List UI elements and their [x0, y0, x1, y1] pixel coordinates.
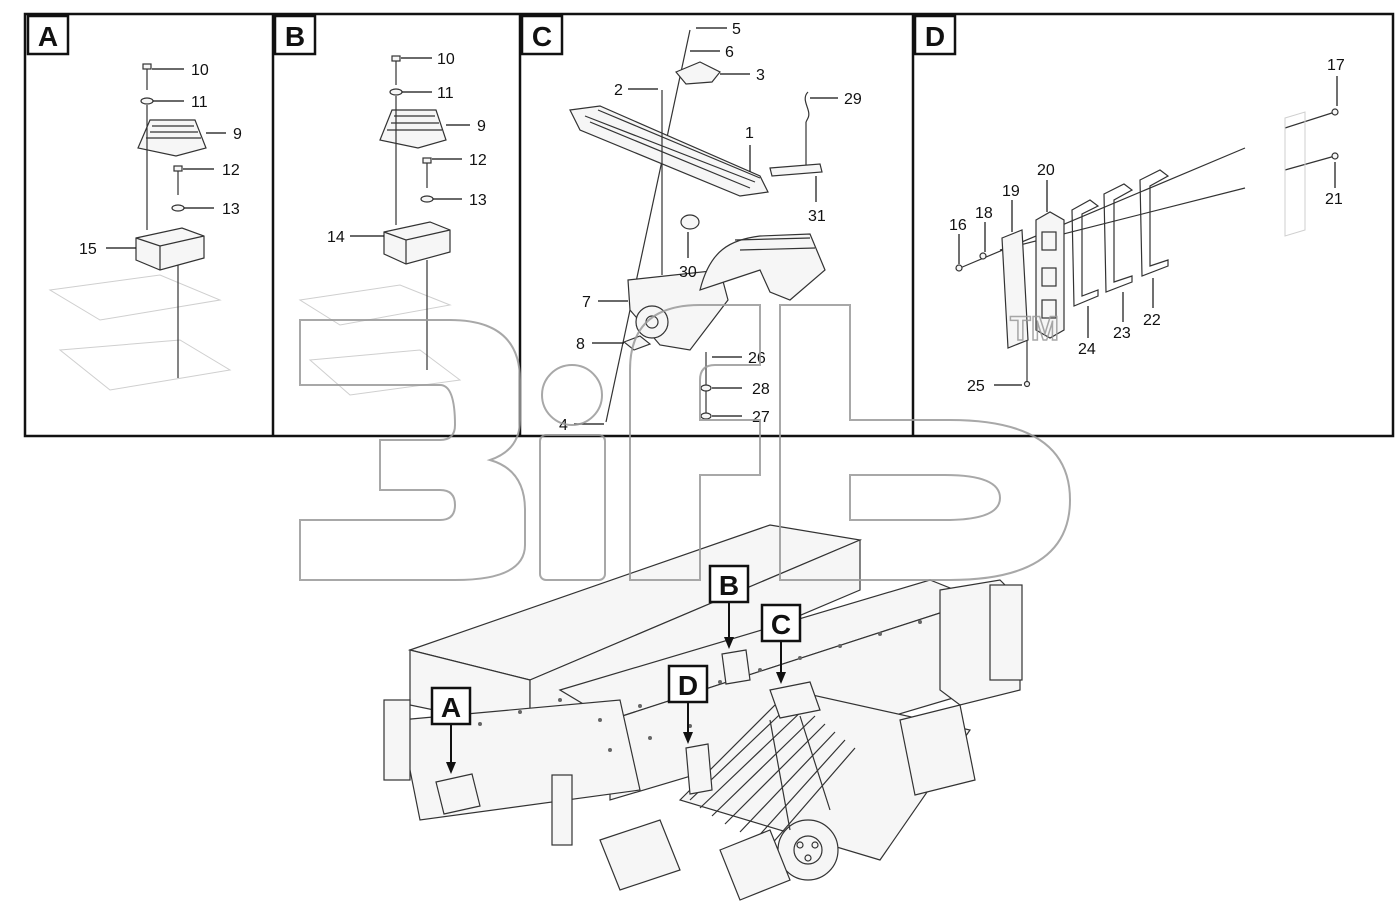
callout-leaders — [106, 27, 1338, 425]
callouts-panel-c: 5 6 3 2 1 29 31 30 7 8 26 28 27 4 — [559, 21, 862, 434]
marker-b: B — [708, 564, 750, 649]
marker-a: A — [430, 686, 472, 774]
panel-b-parts — [298, 55, 462, 396]
callout: 30 — [679, 264, 697, 281]
callout: 17 — [1327, 57, 1345, 74]
svg-text:TM: TM — [1010, 310, 1059, 348]
panel-c-label: C — [520, 14, 564, 56]
callout: 26 — [748, 350, 766, 367]
panel-b-label: B — [273, 14, 317, 56]
callout: 10 — [437, 51, 455, 68]
callout: 24 — [1078, 341, 1096, 358]
callout: 31 — [808, 208, 826, 225]
callouts-panel-a: 10 11 9 12 13 15 — [79, 62, 242, 258]
callout: 9 — [233, 126, 242, 143]
callouts-panel-d: 17 21 20 19 18 16 24 23 22 25 — [949, 57, 1345, 395]
callout: 12 — [469, 152, 487, 169]
panel-frames — [23, 12, 1395, 438]
svg-text:C: C — [532, 21, 552, 52]
panel-a-parts — [48, 63, 232, 391]
chassis-overview — [383, 524, 1023, 901]
callout: 13 — [222, 201, 240, 218]
svg-text:D: D — [925, 21, 945, 52]
callout: 18 — [975, 205, 993, 222]
callout: 20 — [1037, 162, 1055, 179]
watermark-logo: TM — [299, 304, 1072, 581]
callouts-panel-b: 10 11 9 12 13 14 — [327, 51, 487, 246]
callout: 5 — [732, 21, 741, 38]
callout: 9 — [477, 118, 486, 135]
callout: 14 — [327, 229, 345, 246]
svg-text:C: C — [771, 609, 791, 640]
callout: 15 — [79, 241, 97, 258]
svg-text:B: B — [719, 570, 739, 601]
callout: 27 — [752, 409, 770, 426]
svg-text:A: A — [441, 692, 461, 723]
callout: 8 — [576, 336, 585, 353]
callout: 11 — [437, 85, 454, 102]
callout: 28 — [752, 381, 770, 398]
callout: 19 — [1002, 183, 1020, 200]
svg-text:D: D — [678, 670, 698, 701]
callout: 29 — [844, 91, 862, 108]
callout: 11 — [191, 94, 208, 111]
callout: 6 — [725, 44, 734, 61]
panel-d-parts — [955, 108, 1339, 388]
callout: 21 — [1325, 191, 1343, 208]
callout: 1 — [745, 125, 754, 142]
callout: 10 — [191, 62, 209, 79]
marker-c: C — [760, 603, 802, 684]
panel-c-parts — [569, 29, 826, 423]
callout: 2 — [614, 82, 623, 99]
callout: 23 — [1113, 325, 1131, 342]
svg-text:B: B — [285, 21, 305, 52]
callout: 3 — [756, 67, 765, 84]
panel-d-label: D — [913, 14, 957, 56]
marker-d: D — [667, 664, 709, 744]
callout: 22 — [1143, 312, 1161, 329]
callout: 7 — [582, 294, 591, 311]
callout: 13 — [469, 192, 487, 209]
callout: 4 — [559, 417, 568, 434]
callout: 16 — [949, 217, 967, 234]
svg-text:A: A — [38, 21, 58, 52]
callout: 12 — [222, 162, 240, 179]
callout: 25 — [967, 378, 985, 395]
panel-a-label: A — [26, 14, 70, 56]
